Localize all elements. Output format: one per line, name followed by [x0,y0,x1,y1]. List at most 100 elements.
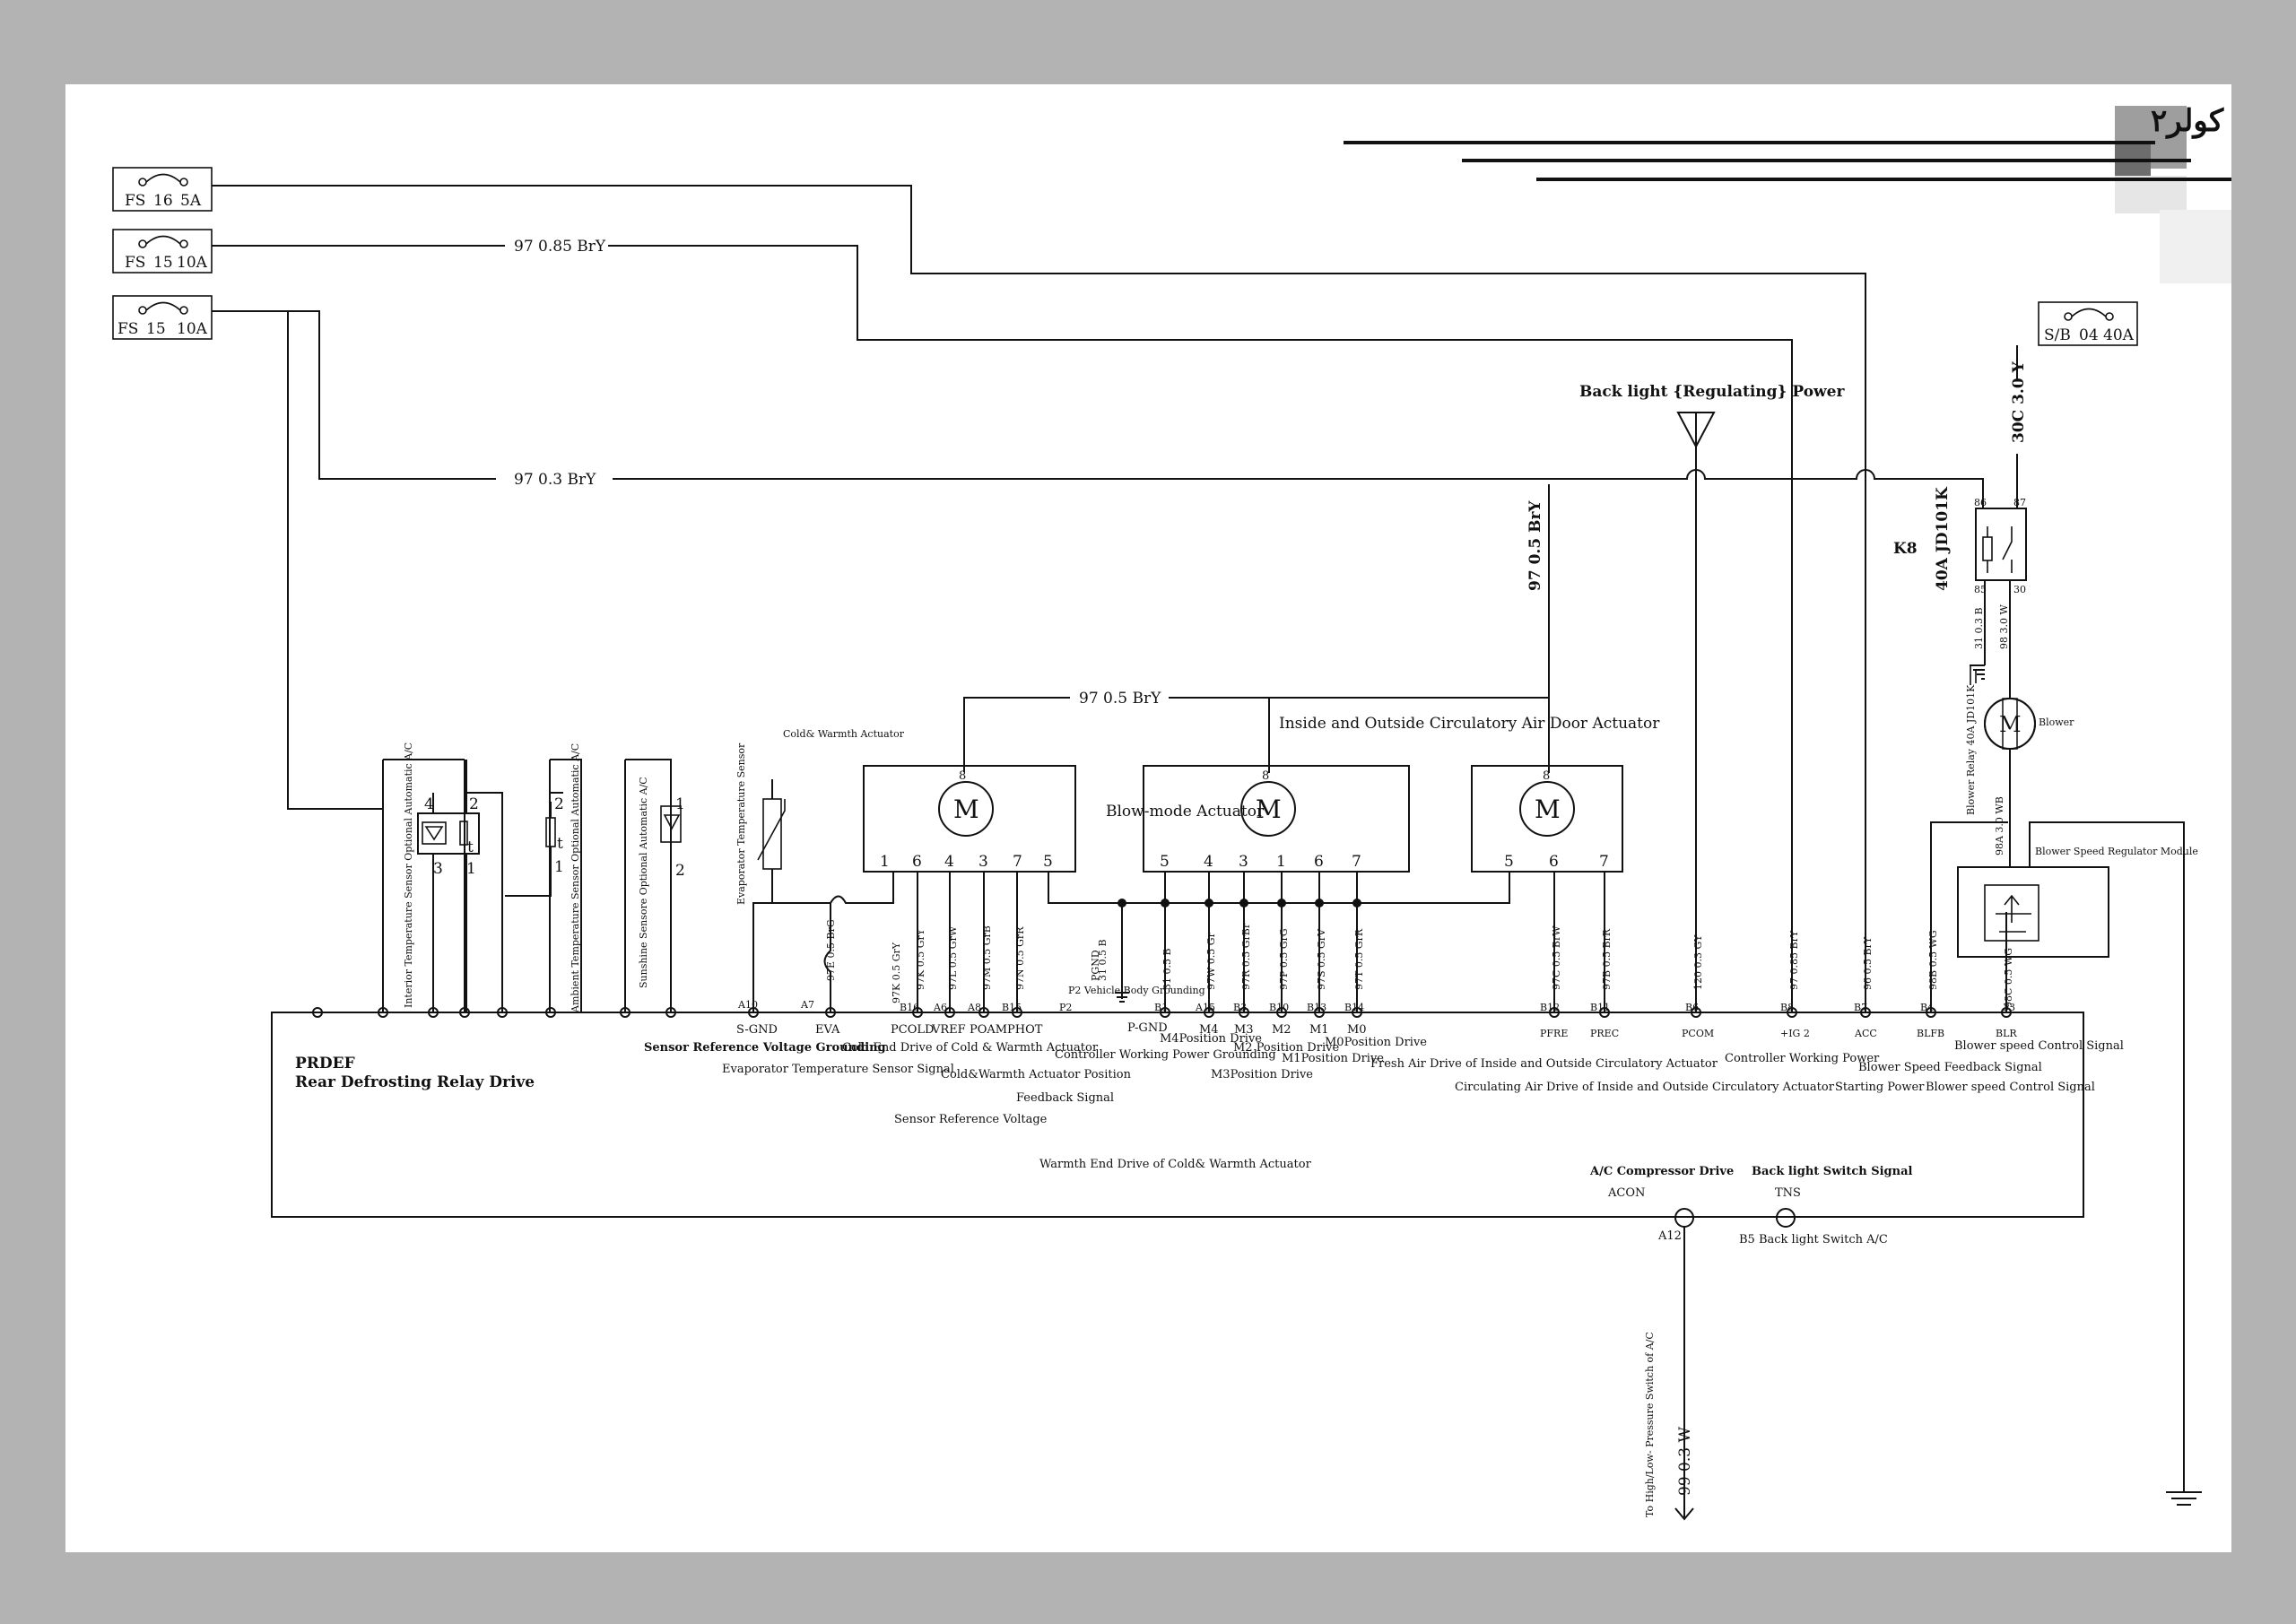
code-97e: 97E 0.5 BrG [825,919,837,981]
inside-outside-actuator: M 8 5 6 7 Inside and Outside Circulatory… [1279,715,1660,1012]
actuator-1-m: M [953,795,979,824]
sunshine-sensor: 1 2 Sunshine Sensore Optional Automatic … [624,759,685,1012]
term-pcold: PCOLD [891,1023,934,1037]
pin-a10: A10 [737,999,758,1011]
act2-pin-8: 8 [1262,769,1269,783]
term-sgnd: S-GND [736,1023,778,1037]
code-96: 96 0.5 BrY [1862,936,1874,990]
code-31-b: 31 0.5 B [1097,939,1109,981]
act1-pin-4: 4 [944,853,954,871]
desc-circulating: Circulating Air Drive of Inside and Outs… [1455,1081,1835,1094]
blower-module-label: Blower Speed Regulator Module [2035,846,2198,857]
wire-fs15-sensors [212,310,383,810]
code-97c: 97C 0.5 BrW [1551,925,1562,990]
desc-warmth-end: Warmth End Drive of Cold& Warmth Actuato… [1039,1158,1312,1171]
act1-pin-8: 8 [959,769,966,783]
pin-b16: B16 [900,1002,919,1013]
blower-module-box [1957,866,2109,958]
blow-mode-actuator: M 8 5 4 3 1 6 7 Blow-mode Actuator [1106,765,1410,1012]
rear-def-label: Rear Defrosting Relay Drive [295,1073,535,1091]
desc-blower-fb: Blower Speed Feedback Signal [1858,1061,2042,1074]
relay-k8: 86 87 85 30 K8 40A JD101K 30C 3.0 Y 31 0… [1893,360,2028,712]
page-title: دیاگرام کولر۲ [2151,102,2231,139]
pin-b14: B14 [1344,1002,1364,1013]
desc-sgnd: Sensor Reference Voltage Grounding [644,1041,886,1055]
interior-pin-2: 2 [469,795,479,813]
code-97g: 97 0.85 BrY [1788,930,1800,990]
act1-pin-7: 7 [1013,853,1022,871]
code-120: 120 0.3 GY [1692,934,1704,990]
act3-pin-5: 5 [1504,853,1514,871]
relay-name: 40A JD101K [1934,486,1952,591]
act1-pin-1: 1 [880,853,890,871]
header-block-pale [2160,210,2231,283]
desc-starting-power: Starting Power [1835,1081,1925,1094]
wire-a12: 99 0.3 W [1676,1427,1694,1496]
wire-codes: 97E 0.5 BrG 97K 0.5 GrY 97K 0.5 GrY 97L … [825,919,2014,1008]
code-97s: 97S 0.5 GrV [1316,928,1327,990]
pin-33: 33 [2003,1002,2015,1013]
acon-label: ACON [1607,1186,1645,1200]
fuse-fs15-b: FS 15 10A [112,295,213,340]
relay-pin-86: 86 [1974,497,1987,508]
act2-pin-6: 6 [1314,853,1324,871]
desc-m3: M3Position Drive [1211,1068,1313,1081]
pin-b4: B4 [1920,1002,1934,1013]
wire-mid-label: 97 0.3 BrY [514,471,596,489]
sunshine-pin-2: 2 [675,862,685,880]
bus-junctions [1115,872,1510,1012]
ac-controller: PRDEF Rear Defrosting Relay Drive [271,903,2084,1218]
term-pfre: PFRE [1540,1028,1568,1039]
desc-fresh-air: Fresh Air Drive of Inside and Outside Ci… [1370,1057,1718,1071]
antenna-backlight [1676,412,1716,449]
wire-top-label: 97 0.85 BrY [514,238,606,256]
fuse-2-num: 15 [153,254,173,272]
pin-b13: B13 [1307,1002,1326,1013]
wiring-diagram: دیاگرام کولر۲ FS 16 5A FS 15 10A FS 15 1… [112,102,2296,1521]
act2-pin-7: 7 [1352,853,1361,871]
interior-pin-3: 3 [433,860,443,878]
code-97t: 97T 0.5 GrR [1353,928,1365,990]
wire-fs15-ig2 [608,245,1793,1012]
pin-b7: B7 [1854,1002,1867,1013]
tns-label: TNS [1775,1186,1801,1200]
cold-warmth-actuator: M 8 1 6 4 3 7 5 [863,765,1361,1012]
desc-m0: M0Position Drive [1325,1036,1427,1049]
prdef-label: PRDEF [295,1055,355,1073]
act1-pin-3: 3 [978,853,988,871]
code-97k: 97K 0.5 GrY [915,928,926,990]
wire-97-03 [613,469,1984,508]
term-pgnd: P-GND [1127,1021,1168,1035]
sunshine-sensor-label: Sunshine Sensore Optional Automatic A/C [638,777,649,988]
fuse-3-amp: 10A [177,320,208,338]
desc-pgnd: Controller Working Power Grounding [1055,1048,1276,1062]
term-m1: M1 [1309,1023,1329,1037]
interior-temp-sensor: t 4 2 3 1 Interior Temperature Sensor Op… [382,743,503,1012]
act3-pin-7: 7 [1599,853,1609,871]
desc-feedback: Feedback Signal [1016,1091,1114,1105]
pin-b8: B8 [1780,1002,1794,1013]
sunshine-pin-1: 1 [675,795,685,813]
code-97b: 97B 0.5 BrR [1601,928,1613,990]
desc-poam: Cold&Warmth Actuator Position [941,1068,1132,1081]
wire-fs16-acc [212,185,1866,1012]
pin-a8: A8 [967,1002,981,1013]
compressor-backlight: A/C Compressor Drive ACON A12 99 0.3 W T… [1589,1165,1913,1521]
term-phot: PHOT [1007,1023,1043,1037]
pin-a6: A6 [933,1002,947,1013]
term-prec: PREC [1590,1028,1619,1039]
code-97r: 97R 0.5 GrBr [1240,923,1252,990]
wire-98a: 98A 3.0 WB [1994,796,2005,855]
code-98c: 98C 0.5 WG [2003,948,2014,1008]
evaporator-sensor: Evaporator Temperature Sensor Cold& Warm… [735,728,905,1012]
relay-pin-87: 87 [2013,497,2026,508]
code-97n: 97N 0.5 GrR [1014,926,1026,990]
inside-outside-label: Inside and Outside Circulatory Air Door … [1279,715,1660,733]
wire-vert-label: 97 0.5 BrY [1526,500,1544,591]
term-eva: EVA [815,1023,840,1037]
fuse-fs15-a: FS 15 10A [112,229,213,274]
signal-descriptions: Sensor Reference Voltage Grounding Evapo… [644,950,2124,1171]
pin-b11: B11 [1590,1002,1610,1013]
pin-b1: B1 [1154,1002,1168,1013]
term-m4: M4 [1199,1023,1219,1037]
